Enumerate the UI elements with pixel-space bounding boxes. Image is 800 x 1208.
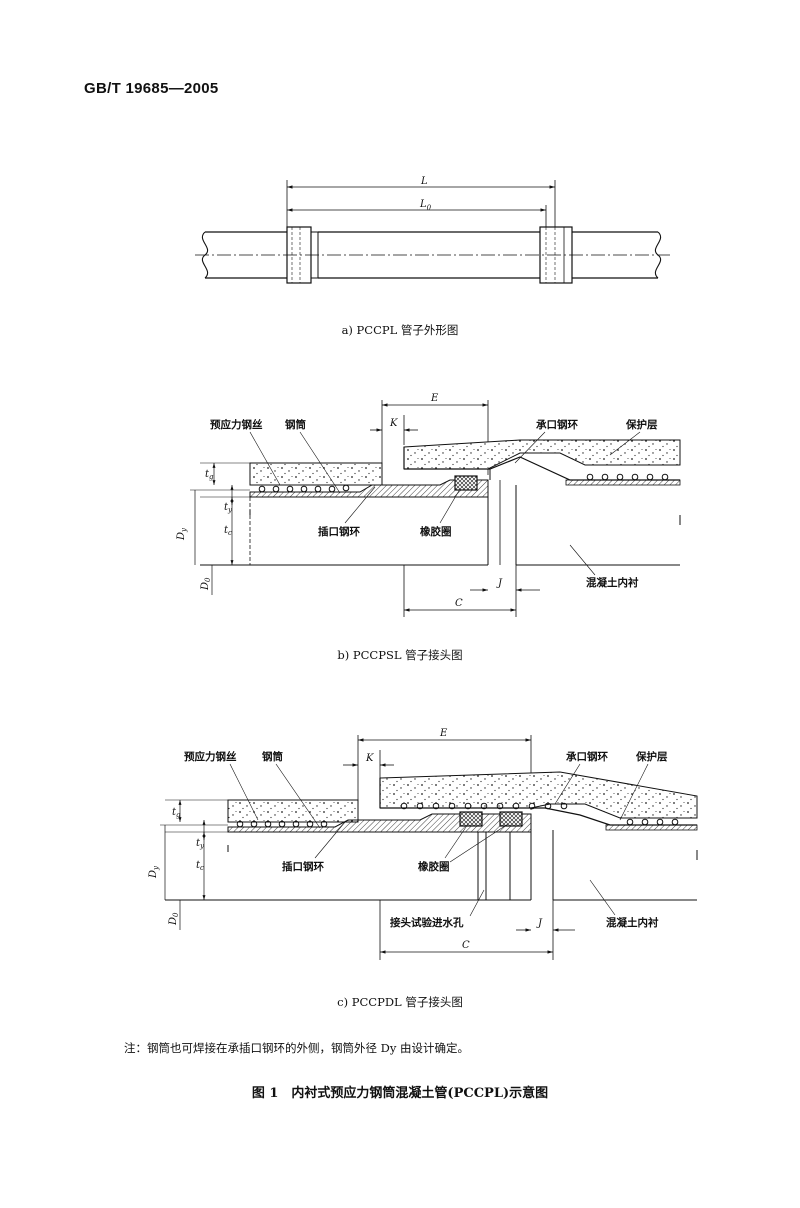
dim-K: K (389, 418, 398, 429)
label-steel-cylinder: 钢筒 (262, 750, 283, 763)
label-bell-ring: 承口钢环 (536, 418, 578, 431)
dim-K: K (365, 753, 374, 764)
label-rubber-ring: 橡胶圈 (420, 525, 452, 538)
dim-tc: tc (196, 860, 204, 872)
label-steel-cylinder: 钢筒 (285, 418, 306, 431)
label-protective-layer: 保护层 (625, 418, 658, 431)
label-protective-layer: 保护层 (635, 750, 668, 763)
dim-ty: ty (196, 838, 205, 850)
note: 注：钢筒也可焊接在承插口钢环的外侧，钢筒外径 Dy 由设计确定。 (124, 1041, 470, 1055)
figure-c-caption: c) PCCPDL 管子接头图 (337, 995, 463, 1009)
dim-tg: tg (205, 469, 214, 481)
figure-b-caption: b) PCCPSL 管子接头图 (337, 648, 463, 662)
dim-ty: ty (224, 502, 233, 514)
dim-E: E (430, 393, 439, 404)
dim-D0: D0 (168, 912, 180, 926)
dim-L: L (420, 176, 428, 187)
figure-a-pipe-outline: L L0 (195, 176, 670, 284)
dim-Dy: Dy (176, 527, 188, 541)
label-rubber-ring: 橡胶圈 (418, 860, 450, 873)
label-prestress-wire: 预应力钢丝 (184, 750, 237, 763)
dim-D0: D0 (200, 577, 212, 591)
dim-L0: L0 (419, 199, 432, 212)
dim-C: C (462, 940, 470, 951)
dim-E: E (439, 728, 448, 739)
label-concrete-lining: 混凝土内衬 (606, 916, 659, 929)
figure-title: 图 1 内衬式预应力钢筒混凝土管(PCCPL)示意图 (251, 1086, 549, 1101)
label-bell-ring: 承口钢环 (566, 750, 608, 763)
figure-b-joint: E K tg ty tc Dy D0 (176, 393, 681, 617)
label-spigot-ring: 插口钢环 (282, 860, 324, 873)
dim-tc: tc (224, 525, 232, 537)
dim-tg: tg (172, 807, 181, 819)
label-concrete-lining: 混凝土内衬 (586, 576, 639, 589)
standard-number: GB/T 19685—2005 (84, 80, 219, 97)
dim-Dy: Dy (148, 865, 160, 879)
figure-c-joint: E K tg ty tc Dy D0 (148, 728, 698, 960)
dim-J: J (536, 918, 543, 929)
dim-J: J (496, 578, 503, 589)
figure-a-caption: a) PCCPL 管子外形图 (341, 323, 459, 337)
label-test-hole: 接头试验进水孔 (390, 916, 464, 929)
label-prestress-wire: 预应力钢丝 (210, 418, 263, 431)
dim-C: C (455, 598, 463, 609)
label-spigot-ring: 插口钢环 (318, 525, 360, 538)
